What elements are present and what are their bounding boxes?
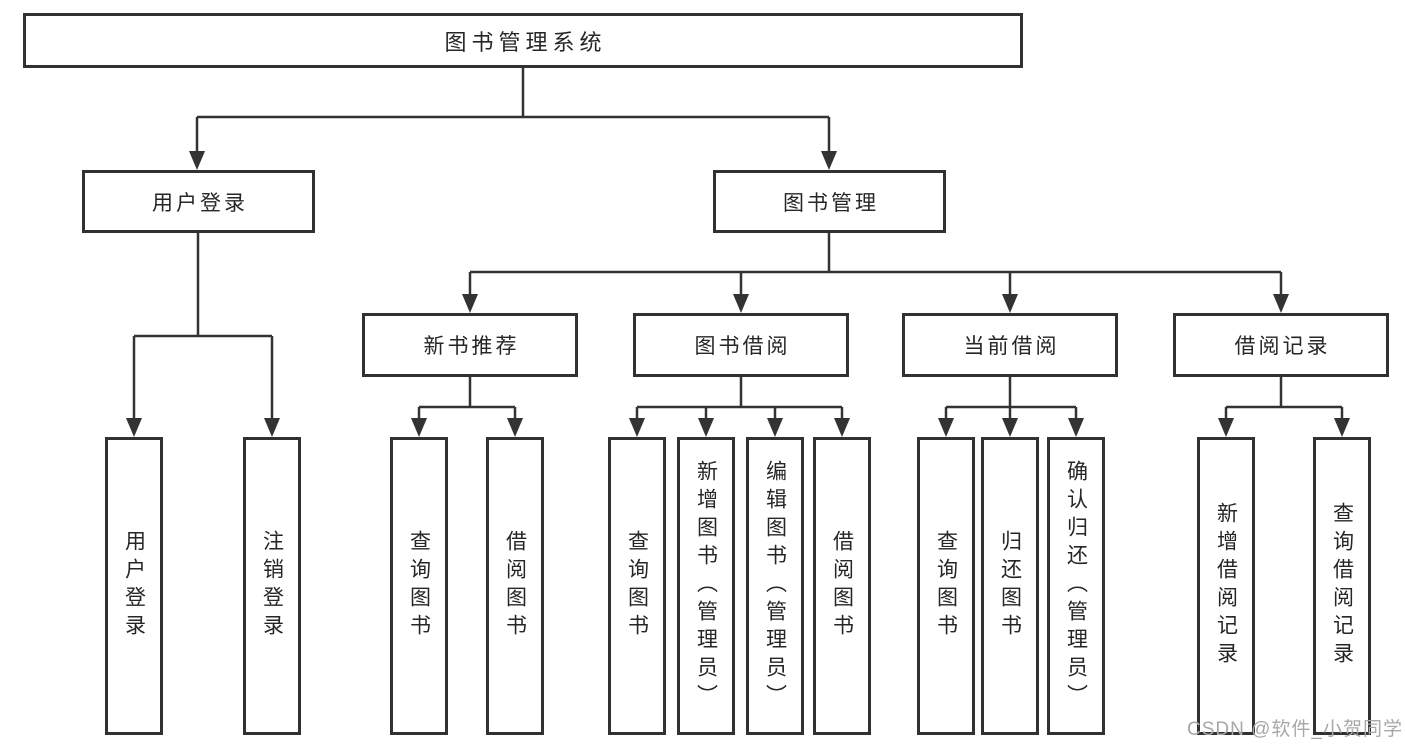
arrowhead-down-icon (1068, 418, 1084, 437)
node-current-borrow: 当前借阅 (902, 313, 1118, 377)
arrowhead-down-icon (821, 151, 837, 170)
arrowhead-down-icon (411, 418, 427, 437)
arrowhead-down-icon (507, 418, 523, 437)
arrowhead-down-icon (1273, 294, 1289, 313)
leaf-edit-book-admin: 编辑图书（管理员） (746, 437, 804, 735)
leaf-borrow-books: 借阅图书 (813, 437, 871, 735)
leaf-add-borrow-record: 新增借阅记录 (1197, 437, 1255, 735)
leaf-confirm-return-admin: 确认归还（管理员） (1047, 437, 1105, 735)
leaf-query-books-recommend: 查询图书 (390, 437, 448, 735)
leaf-logout: 注销登录 (243, 437, 301, 735)
node-book-management: 图书管理 (713, 170, 946, 233)
leaf-add-book-admin: 新增图书（管理员） (677, 437, 735, 735)
node-new-book-recommend: 新书推荐 (362, 313, 578, 377)
leaf-borrow-books-recommend: 借阅图书 (486, 437, 544, 735)
leaf-query-borrow-record: 查询借阅记录 (1313, 437, 1371, 735)
arrowhead-down-icon (1334, 418, 1350, 437)
leaf-user-login: 用户登录 (105, 437, 163, 735)
arrowhead-down-icon (126, 418, 142, 437)
arrowhead-down-icon (264, 418, 280, 437)
arrowhead-down-icon (189, 151, 205, 170)
arrowhead-down-icon (1002, 294, 1018, 313)
csdn-watermark: CSDN @软件_小贺同学 (1187, 719, 1403, 740)
arrowhead-down-icon (938, 418, 954, 437)
arrowhead-down-icon (462, 294, 478, 313)
arrowhead-down-icon (1218, 418, 1234, 437)
arrowhead-down-icon (834, 418, 850, 437)
arrowhead-down-icon (733, 294, 749, 313)
node-borrow-records: 借阅记录 (1173, 313, 1389, 377)
leaf-query-books-borrow: 查询图书 (608, 437, 666, 735)
arrowhead-down-icon (698, 418, 714, 437)
node-book-borrow: 图书借阅 (633, 313, 849, 377)
arrowhead-down-icon (767, 418, 783, 437)
node-user-login: 用户登录 (82, 170, 315, 233)
leaf-query-books-current: 查询图书 (917, 437, 975, 735)
leaf-return-book: 归还图书 (981, 437, 1039, 735)
node-root: 图书管理系统 (23, 13, 1023, 68)
arrowhead-down-icon (629, 418, 645, 437)
arrowhead-down-icon (1002, 418, 1018, 437)
